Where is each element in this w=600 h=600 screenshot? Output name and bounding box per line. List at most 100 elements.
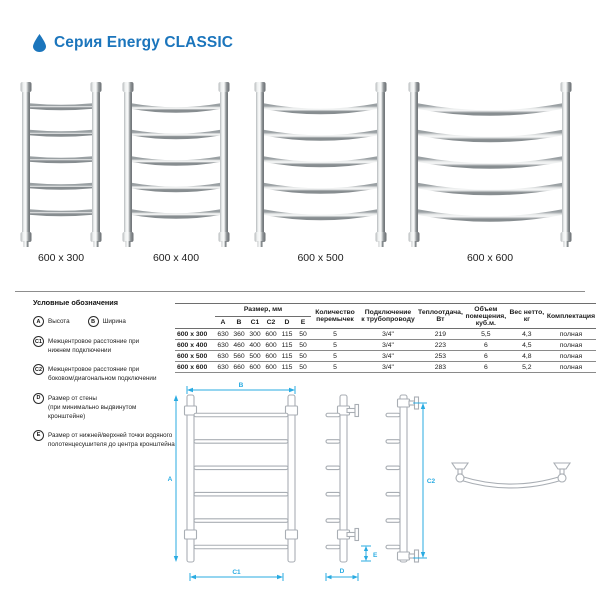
table-cell: 600 (263, 350, 279, 362)
column-header: Количество перемычек (311, 303, 359, 329)
table-cell: 50 (295, 361, 311, 373)
column-header: Комплектация (545, 303, 597, 329)
table-cell: 5,5 (463, 328, 508, 340)
product-image: 600 x 500 (250, 80, 391, 264)
table-cell: 223 (417, 339, 464, 351)
row-name-cell: 600 x 300 (175, 328, 215, 340)
technical-drawings: B A C1 (168, 382, 572, 581)
dimension-label-c2: C2 (427, 478, 436, 485)
table-cell: полная (545, 361, 597, 373)
legend-item: C2 Межцентровое расстояние при боковом/ди… (33, 364, 156, 383)
table-cell: 4,5 (507, 339, 546, 351)
legend-title: Условные обозначения (33, 298, 119, 307)
legend-text: Ширина (102, 318, 126, 325)
table-cell: 50 (295, 339, 311, 351)
table-cell: 600 (263, 328, 279, 340)
table-cell: 115 (279, 350, 295, 362)
drawing-front-view: B A C1 (168, 382, 299, 581)
dimension-label-b: B (239, 382, 244, 389)
table-cell: 4,3 (507, 328, 546, 340)
legend-symbol: D (33, 392, 44, 404)
table-cell: 5,2 (507, 361, 546, 373)
product-size-label: 600 x 500 (297, 252, 344, 264)
table-cell: 360 (231, 328, 247, 340)
product-image: 600 x 300 (16, 80, 106, 264)
table-cell: 6 (463, 361, 508, 373)
drawing-side-view: D E (325, 394, 378, 581)
table-cell: 3/4" (359, 328, 417, 340)
product-image: 600 x 600 (404, 80, 576, 264)
table-cell: 600 (263, 339, 279, 351)
table-cell: полная (545, 350, 597, 362)
table-cell: 600 (263, 361, 279, 373)
table-cell: 500 (247, 350, 263, 362)
section-divider (15, 291, 585, 292)
table-cell: 560 (231, 350, 247, 362)
legend-symbol: C2 (33, 364, 44, 376)
table-cell: 5 (311, 361, 359, 373)
product-size-label: 600 x 400 (152, 252, 200, 264)
table-cell: 600 (247, 361, 263, 373)
column-header: Теплоотдача, Вт (417, 303, 464, 329)
legend-text: Межцентровое расстояние при боковом/диаг… (48, 366, 157, 383)
table-cell: 660 (231, 361, 247, 373)
size-column-header: A (215, 316, 231, 329)
dimension-label-c1: C1 (232, 569, 241, 576)
legend-row: C2 Межцентровое расстояние при боковом/ди… (33, 364, 175, 383)
column-header: Подключение к трубопроводу (359, 303, 417, 329)
drop-icon (33, 34, 46, 52)
size-column-header: E (295, 316, 311, 329)
table-cell: 5 (311, 339, 359, 351)
row-name-cell: 600 x 500 (175, 350, 215, 362)
legend-text: Межцентровое расстояние при нижнем подкл… (48, 338, 140, 355)
dimension-label-e: E (373, 552, 378, 559)
column-header-empty (175, 303, 215, 329)
product-gallery: 600 x 300 600 x 400 (0, 80, 600, 270)
row-name-cell: 600 x 400 (175, 339, 215, 351)
page-title: Серия Energy CLASSIC (54, 34, 234, 51)
table-cell: 5 (311, 328, 359, 340)
size-column-header: C1 (247, 316, 263, 329)
table-cell: 5 (311, 350, 359, 362)
table-cell: 3/4" (359, 350, 417, 362)
product-size-label: 600 x 300 (37, 252, 85, 264)
legend-text: Размер от нижней/верхней точки водяного … (48, 431, 175, 448)
table-cell: 115 (279, 361, 295, 373)
product-image: 600 x 400 (118, 80, 234, 264)
table-cell: полная (545, 339, 597, 351)
size-column-header: B (231, 316, 247, 329)
size-column-header: C2 (263, 316, 279, 329)
table-cell: 3/4" (359, 361, 417, 373)
table-cell: 630 (215, 328, 231, 340)
table-cell: 50 (295, 328, 311, 340)
table-cell: 4,8 (507, 350, 546, 362)
column-header: Вес нетто, кг (507, 303, 546, 329)
table-cell: 300 (247, 328, 263, 340)
legend-text: Высота (48, 318, 70, 325)
legend-item: A Высота (33, 316, 70, 327)
table-cell: 115 (279, 328, 295, 340)
product-size-label: 600 x 600 (466, 252, 514, 264)
table-cell: 283 (417, 361, 464, 373)
table-cell: 6 (463, 350, 508, 362)
table-cell: 460 (231, 339, 247, 351)
table-cell: 630 (215, 350, 231, 362)
table-cell: 219 (417, 328, 464, 340)
legend-symbol: A (33, 316, 44, 327)
dimension-label-a: A (168, 476, 173, 483)
